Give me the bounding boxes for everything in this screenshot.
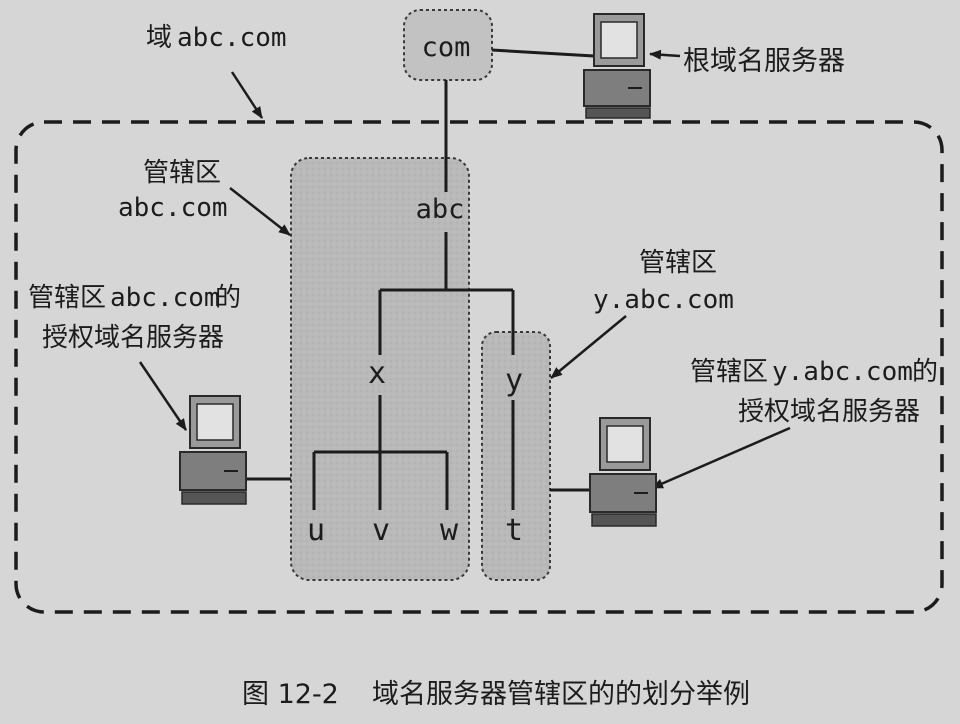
zone-y-region	[481, 331, 551, 581]
zone-y-pointer	[550, 315, 627, 379]
node-y: y	[505, 363, 523, 398]
y-server-computer-icon	[589, 417, 657, 527]
auth-abc-line1-prefix: 管辖区	[28, 283, 106, 313]
domain-label-prefix: 域	[146, 23, 172, 53]
caption-text: 域名服务器管辖区的的划分举例	[372, 679, 750, 710]
abc-server-computer-icon	[179, 395, 247, 505]
node-com: com	[422, 32, 471, 63]
zone-abc-pointer	[229, 187, 291, 236]
domain-label-name: abc.com	[177, 23, 287, 53]
auth-y-line2: 授权域名服务器	[738, 397, 920, 427]
auth-abc-line1-name: abc.com	[110, 283, 220, 313]
zone-abc-name: abc.com	[118, 193, 228, 223]
auth-abc-line2: 授权域名服务器	[42, 323, 224, 353]
node-w: w	[440, 513, 459, 548]
node-x: x	[368, 356, 386, 391]
auth-abc-line1-suffix: 的	[215, 283, 241, 313]
domain-label-pointer	[230, 71, 264, 119]
node-u: u	[307, 513, 325, 548]
zone-y-name: y.abc.com	[593, 285, 734, 315]
zone-abc-title: 管辖区	[143, 158, 221, 188]
zone-y-title: 管辖区	[639, 248, 717, 278]
node-abc: abc	[416, 194, 465, 225]
node-t: t	[505, 513, 523, 548]
zone-abc-region	[290, 157, 470, 581]
root-server-computer-icon	[583, 13, 651, 119]
root-server-pointer	[649, 49, 681, 60]
auth-y-line1-prefix: 管辖区	[690, 357, 768, 387]
auth-abc-pointer	[138, 361, 188, 431]
root-server-label: 根域名服务器	[683, 46, 845, 77]
caption-number: 图 12-2	[242, 679, 339, 710]
domain-abc-boundary	[14, 120, 944, 614]
auth-y-line1-suffix: 的	[912, 357, 938, 387]
auth-y-pointer	[651, 426, 791, 490]
tree-edges	[246, 48, 595, 510]
com-node-box	[403, 9, 493, 81]
auth-y-line1-name: y.abc.com	[772, 357, 913, 387]
node-v: v	[372, 513, 390, 548]
